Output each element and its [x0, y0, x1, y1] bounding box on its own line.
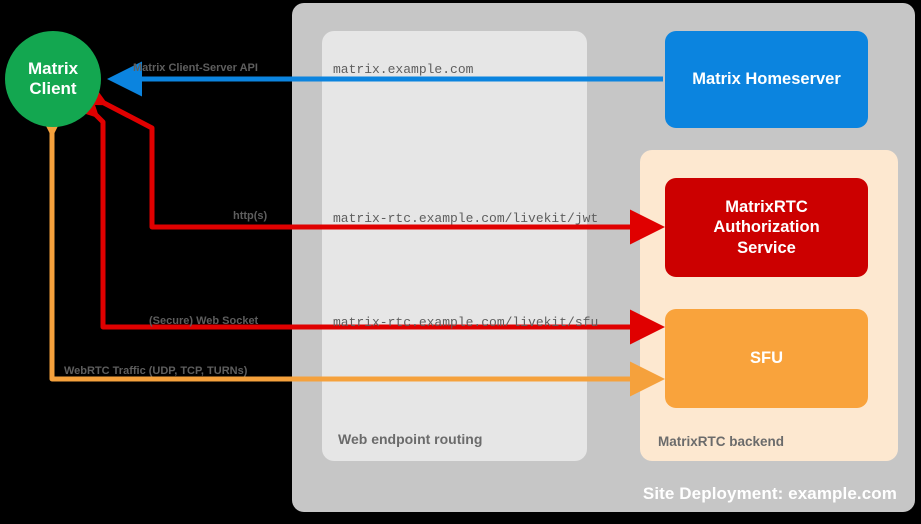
edge-http-jwt — [69, 73, 665, 245]
authorization-line3: Service — [737, 238, 796, 257]
matrixrtc-backend-label: MatrixRTC backend — [658, 434, 785, 449]
endpoint-url-livekit-sfu: matrix-rtc.example.com/livekit/sfu — [333, 315, 599, 330]
web-endpoint-routing-label: Web endpoint routing — [338, 431, 483, 447]
authorization-line2: Authorization — [713, 218, 820, 237]
node-sfu[interactable]: SFU — [665, 309, 868, 408]
sfu-label: SFU — [750, 349, 783, 368]
endpoint-url-matrix: matrix.example.com — [333, 62, 474, 77]
node-matrix-client[interactable]: Matrix Client — [5, 31, 101, 127]
edge-label-matrix-client-server-api: Matrix Client-Server API — [133, 62, 258, 74]
node-matrix-homeserver[interactable]: Matrix Homeserver — [665, 31, 868, 128]
matrix-client-line1: Matrix — [27, 58, 79, 78]
edge-label-http-jwt: http(s) — [233, 210, 268, 222]
edge-webrtc-traffic — [34, 103, 665, 397]
edge-label-webrtc-traffic: WebRTC Traffic (UDP, TCP, TURNs) — [64, 365, 248, 377]
authorization-service-text: MatrixRTC Authorization Service — [713, 197, 819, 257]
matrix-homeserver-label: Matrix Homeserver — [692, 70, 841, 89]
endpoint-url-livekit-jwt: matrix-rtc.example.com/livekit/jwt — [333, 211, 599, 226]
site-deployment-label: Site Deployment: example.com — [642, 484, 897, 503]
matrix-client-line2: Client — [29, 79, 77, 98]
authorization-line1: MatrixRTC — [725, 198, 808, 217]
edge-label-secure-web-socket: (Secure) Web Socket — [149, 315, 259, 327]
node-matrixrtc-authorization-service[interactable]: MatrixRTC Authorization Service — [665, 178, 868, 277]
matrix-client-text: Matrix Client — [28, 59, 78, 99]
